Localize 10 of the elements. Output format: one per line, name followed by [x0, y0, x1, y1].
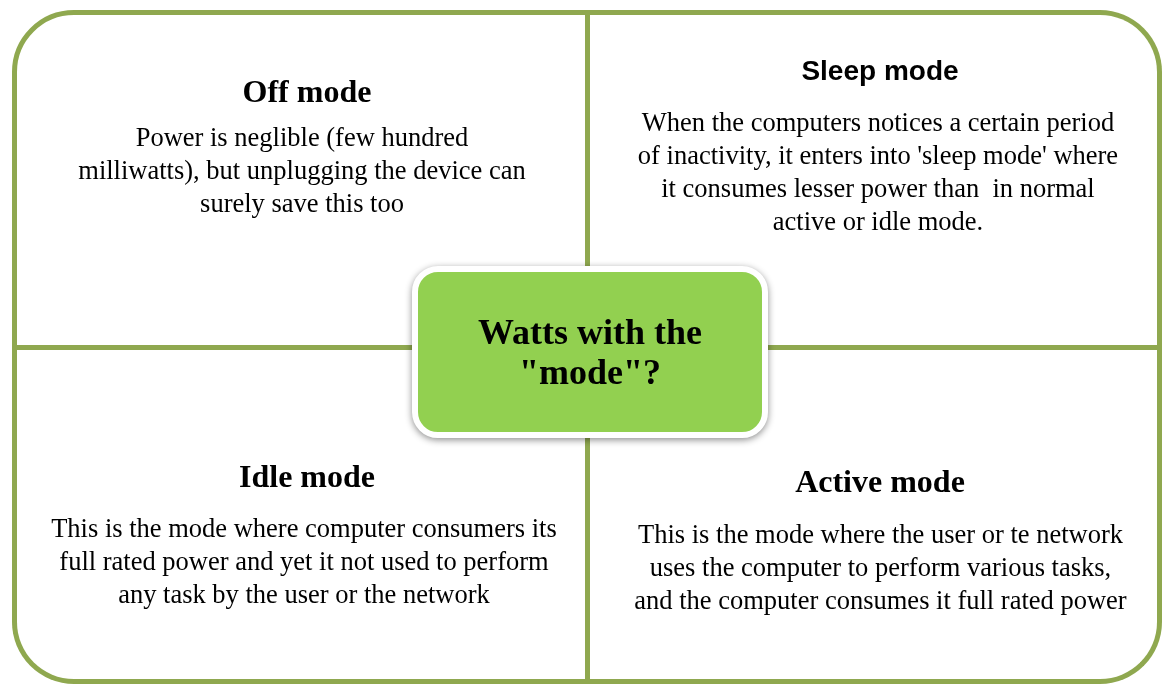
mode-description: Power is neglible (few hundred milliwatts), but unplugging the device can surely save this too: [77, 121, 527, 220]
center-title: Watts with the "mode"?: [477, 312, 703, 392]
mode-description: When the computers notices a certain period of inactivity, it enters into 'sleep mode' where it consumes lesser power than in normal active or idle mode.: [636, 106, 1120, 238]
mode-description: This is the mode where the user or te network uses the computer to perform various tasks, and the computer consumes it full rated power: [633, 518, 1128, 617]
mode-heading: Active mode: [794, 463, 966, 500]
mode-heading: Sleep mode: [800, 55, 960, 87]
title-box: [412, 266, 768, 438]
mode-heading: Off mode: [241, 73, 373, 110]
mode-description: This is the mode where computer consumers its full rated power and yet it not used to perform any task by the user or the network: [50, 512, 558, 611]
mode-heading: Idle mode: [238, 458, 376, 495]
